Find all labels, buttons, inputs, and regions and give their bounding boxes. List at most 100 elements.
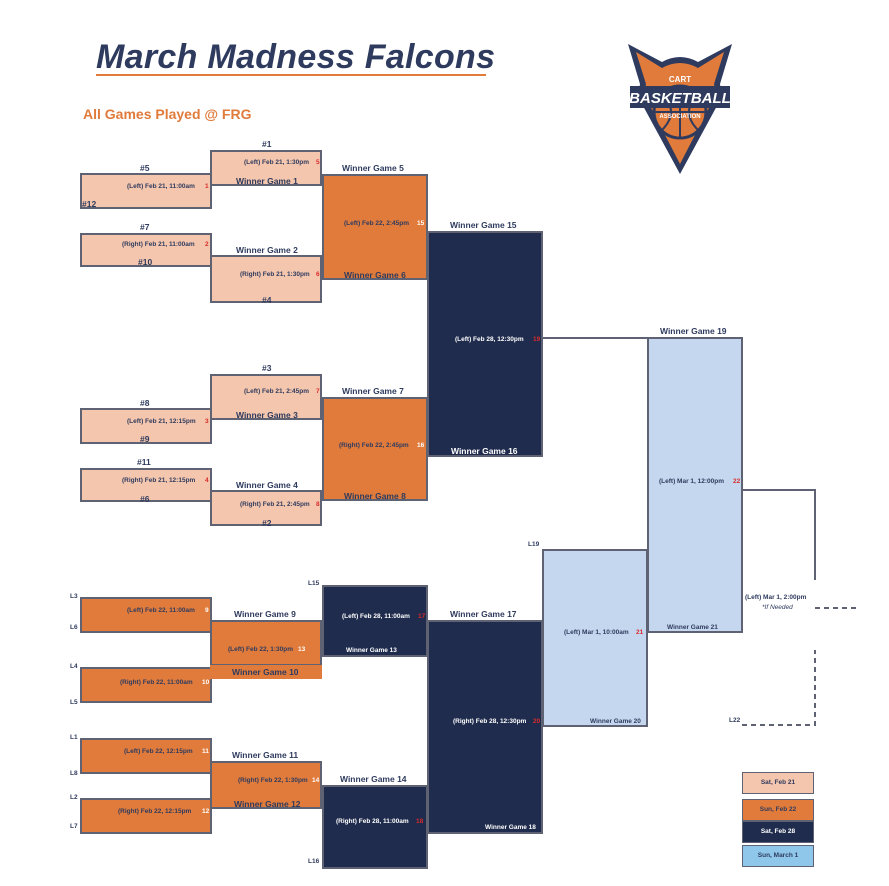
game-time: (Right) Feb 22, 1:30pm xyxy=(238,777,308,784)
seed-label: #10 xyxy=(138,257,153,267)
logo-banner xyxy=(630,86,730,108)
game-time: (Left) Feb 21, 2:45pm xyxy=(244,388,310,395)
game-time: (Left) Feb 22, 1:30pm xyxy=(228,646,294,653)
game-13-footer: Winner Game 10 xyxy=(210,665,322,679)
slot-label: Winner Game 14 xyxy=(340,774,407,784)
seed-label: #1 xyxy=(262,139,272,149)
game-time: (Right) Feb 22, 2:45pm xyxy=(339,442,409,449)
slot-label: Winner Game 3 xyxy=(236,410,298,420)
slot-label: Winner Game 8 xyxy=(344,491,406,501)
legend-item-sat-feb21: Sat, Feb 21 xyxy=(742,772,814,794)
subtitle: All Games Played @ FRG xyxy=(83,106,252,122)
game-6-box[interactable]: Winner Game 2 (Right) Feb 21, 1:30pm 6 #… xyxy=(210,245,322,305)
game-2-box[interactable]: (Right) Feb 21, 11:00am 2 #10 xyxy=(80,233,212,267)
game-number: 14 xyxy=(312,777,320,784)
slot-label: Winner Game 12 xyxy=(234,799,301,809)
game-number: 21 xyxy=(636,629,644,636)
game-time: (Left) Feb 28, 12:30pm xyxy=(455,336,524,343)
logo-line1: CART xyxy=(669,75,691,84)
slot-label: Winner Game 21 xyxy=(667,624,718,631)
game-time: (Left) Feb 28, 11:00am xyxy=(342,613,410,620)
game-number: 15 xyxy=(417,220,425,227)
game-11-box[interactable]: (Left) Feb 22, 12:15pm 11 xyxy=(80,738,212,774)
game-12-box[interactable]: (Right) Feb 22, 12:15pm 12 xyxy=(80,798,212,834)
game-5-box[interactable]: (Left) Feb 21, 1:30pm 5 Winner Game 1 xyxy=(210,150,322,186)
loser-label: L1 xyxy=(70,734,78,741)
seed-label: #12 xyxy=(82,199,97,209)
loser-label: L7 xyxy=(70,823,78,830)
logo-ball-seams xyxy=(654,86,706,138)
game-19-box[interactable]: (Left) Feb 28, 12:30pm 19 Winner Game 16 xyxy=(427,231,543,457)
game-time: (Right) Feb 22, 12:15pm xyxy=(118,808,192,815)
loser-label: L3 xyxy=(70,593,78,600)
game-number: 6 xyxy=(316,271,320,278)
loser-label: L8 xyxy=(70,770,78,777)
slot-label: Winner Game 5 xyxy=(342,163,404,173)
game-22-box[interactable]: (Left) Mar 1, 12:00pm 22 Winner Game 21 xyxy=(647,337,743,633)
seed-label: #7 xyxy=(140,222,150,232)
loser-label: L6 xyxy=(70,624,78,631)
game-14-box[interactable]: (Right) Feb 22, 1:30pm 14 Winner Game 12 xyxy=(210,761,322,809)
game-9-box[interactable]: (Left) Feb 22, 11:00am 9 xyxy=(80,597,212,633)
slot-label: Winner Game 19 xyxy=(660,326,727,336)
game-time: (Left) Mar 1, 2:00pm xyxy=(745,594,807,601)
slot-label: Winner Game 2 xyxy=(236,245,298,255)
game-15-box[interactable]: (Left) Feb 22, 2:45pm 15 Winner Game 6 xyxy=(322,174,428,280)
game-number: 8 xyxy=(316,501,320,508)
game-number: 17 xyxy=(418,613,426,620)
game-number: 18 xyxy=(416,818,424,825)
game-4-box[interactable]: (Right) Feb 21, 12:15pm 4 #6 xyxy=(80,468,212,504)
connector-22-to-23 xyxy=(742,489,816,580)
seed-label: #11 xyxy=(137,457,151,467)
slot-label: Winner Game 20 xyxy=(590,718,641,725)
game-7-box[interactable]: (Left) Feb 21, 2:45pm 7 Winner Game 3 xyxy=(210,374,322,420)
game-8-box[interactable]: Winner Game 4 (Right) Feb 21, 2:45pm 8 #… xyxy=(210,480,322,528)
game-17-box[interactable]: (Left) Feb 28, 11:00am 17 Winner Game 13 xyxy=(322,585,428,657)
game-10-box[interactable]: (Right) Feb 22, 11:00am 10 xyxy=(80,667,212,703)
game-number: 3 xyxy=(205,418,209,425)
game-time: (Left) Mar 1, 12:00pm xyxy=(659,478,725,485)
game-time: (Left) Feb 22, 11:00am xyxy=(127,607,195,614)
game-time: (Left) Feb 22, 12:15pm xyxy=(124,748,193,755)
seed-label: #5 xyxy=(140,163,150,173)
slot-label: Winner Game 4 xyxy=(236,480,298,490)
slot-label: Winner Game 18 xyxy=(485,824,536,831)
game-number: 12 xyxy=(202,808,210,815)
slot-label: Winner Game 6 xyxy=(344,270,406,280)
game-number: 11 xyxy=(202,748,209,755)
game-3-box[interactable]: (Left) Feb 21, 12:15pm 3 #9 xyxy=(80,408,212,444)
game-20-box[interactable]: (Right) Feb 28, 12:30pm 20 Winner Game 1… xyxy=(427,620,543,834)
slot-label: Winner Game 16 xyxy=(451,446,518,456)
game-number: 9 xyxy=(205,607,209,614)
loser-label: L16 xyxy=(308,858,320,865)
game-number: 1 xyxy=(205,183,209,190)
game-18-box[interactable]: (Right) Feb 28, 11:00am 18 xyxy=(322,785,428,869)
game-13-box[interactable]: (Left) Feb 22, 1:30pm 13 xyxy=(210,620,322,666)
game-number: 16 xyxy=(417,442,425,449)
seed-label: #9 xyxy=(140,434,150,444)
title-underline xyxy=(96,74,486,76)
slot-label: Winner Game 13 xyxy=(346,647,397,654)
game-number: 22 xyxy=(733,478,741,485)
seed-label: #4 xyxy=(262,295,272,305)
seed-label: #6 xyxy=(140,494,150,504)
game-number: 7 xyxy=(316,388,320,395)
game-16-box[interactable]: (Right) Feb 22, 2:45pm 16 Winner Game 8 xyxy=(322,397,428,501)
game-number: 4 xyxy=(205,477,209,484)
game-time: (Right) Feb 21, 12:15pm xyxy=(122,477,196,484)
game-time: (Left) Feb 22, 2:45pm xyxy=(344,220,410,227)
slot-label: Winner Game 7 xyxy=(342,386,404,396)
game-time: (Right) Feb 28, 12:30pm xyxy=(453,718,527,725)
slot-label: Winner Game 9 xyxy=(234,609,296,619)
loser-label: L15 xyxy=(308,580,320,587)
game-1-box[interactable]: (Left) Feb 21, 11:00am 1 #12 xyxy=(80,173,212,209)
slot-label: Winner Game 1 xyxy=(236,176,298,186)
game-number: 13 xyxy=(298,646,306,653)
logo-line3: ASSOCIATION xyxy=(659,114,700,120)
legend-item-sun-mar1: Sun, March 1 xyxy=(742,845,814,867)
game-number: 19 xyxy=(533,336,541,343)
loser-label: L5 xyxy=(70,699,78,706)
page-title: March Madness Falcons xyxy=(96,38,496,76)
game-time: (Right) Feb 21, 1:30pm xyxy=(240,271,310,278)
game-21-box[interactable]: (Left) Mar 1, 10:00am 21 Winner Game 20 xyxy=(542,549,648,727)
